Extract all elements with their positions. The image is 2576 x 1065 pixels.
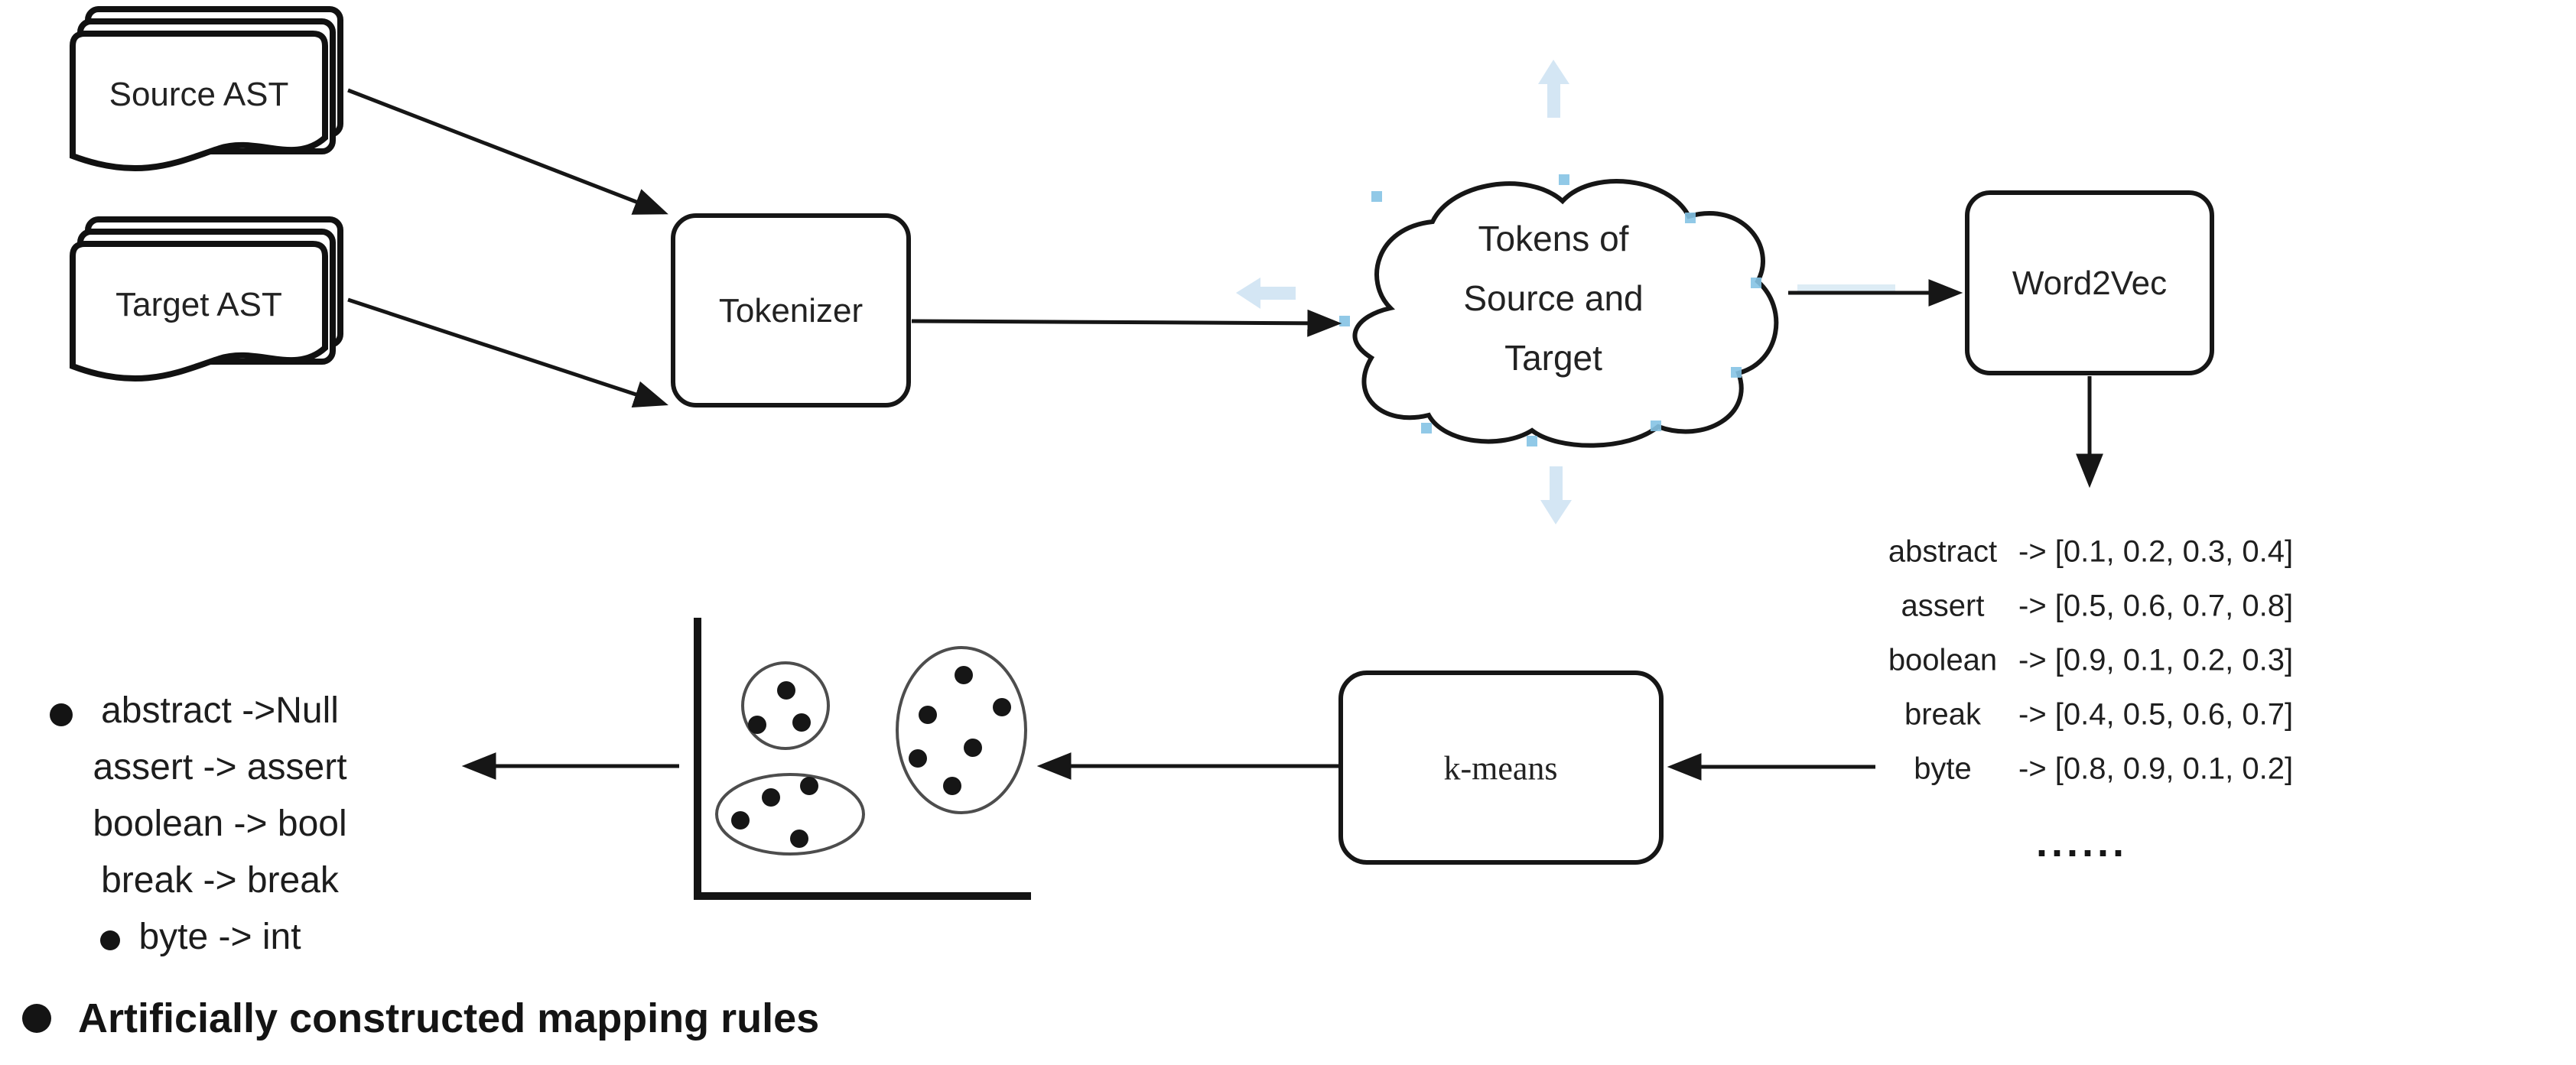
cluster-outline-wide	[715, 773, 865, 856]
embedding-vector: -> [0.4, 0.5, 0.6, 0.7]	[2018, 697, 2294, 732]
mapping-rule-line: assert -> assert	[93, 747, 347, 787]
embeddings-ellipsis: ......	[2035, 820, 2129, 865]
arrow-tokenizer-to-cloud	[911, 309, 1342, 337]
cluster-dot	[955, 666, 973, 684]
cloud-shape	[1352, 179, 1779, 448]
source-ast-label: Source AST	[109, 76, 289, 113]
ghost-arrow-up-icon	[1538, 60, 1569, 118]
ghost-arrow-down-icon	[1540, 466, 1572, 524]
mapping-rule-line: byte -> int	[138, 917, 301, 957]
cluster-dot	[762, 788, 780, 807]
mapping-rules-bullet-first	[50, 703, 73, 726]
tokenizer-label: Tokenizer	[718, 292, 864, 330]
arrow-source-to-tokenizer	[347, 88, 668, 215]
cluster-dot	[731, 811, 750, 830]
cluster-outline-tall	[896, 646, 1027, 814]
cloud-anchor-handles	[1339, 174, 1761, 446]
plot-axes	[694, 618, 1031, 900]
cluster-dot	[777, 681, 795, 700]
embedding-row: abstract -> [0.1, 0.2, 0.3, 0.4]	[1878, 535, 2293, 570]
anchor-handle	[1731, 367, 1742, 378]
anchor-handle	[1527, 436, 1537, 446]
anchor-handle	[1685, 213, 1696, 223]
embedding-token: abstract	[1888, 534, 1998, 569]
cluster-dot	[790, 830, 808, 848]
embedding-row: boolean -> [0.9, 0.1, 0.2, 0.3]	[1878, 644, 2293, 678]
cluster-outline-small	[741, 661, 830, 750]
caption-text: Artificially constructed mapping rules	[78, 995, 820, 1041]
mapping-rule-line: abstract ->Null	[101, 690, 339, 731]
kmeans-label: k-means	[1443, 749, 1558, 787]
embedding-row: byte -> [0.8, 0.9, 0.1, 0.2]	[1878, 752, 2293, 787]
target-ast-label: Target AST	[115, 286, 282, 323]
anchor-handle	[1751, 278, 1761, 288]
embedding-token: assert	[1901, 589, 1985, 623]
cluster-dot	[964, 739, 982, 757]
arrow-target-to-tokenizer	[347, 297, 668, 407]
cloud-label-line3: Target	[1504, 338, 1602, 378]
anchor-handle	[1651, 420, 1661, 431]
anchor-handle	[1371, 191, 1382, 202]
embedding-vector: -> [0.9, 0.1, 0.2, 0.3]	[2018, 643, 2294, 677]
embedding-token: boolean	[1888, 643, 1998, 677]
embedding-vector: -> [0.1, 0.2, 0.3, 0.4]	[2018, 534, 2294, 569]
caption-bullet	[22, 1004, 51, 1033]
mapping-rule-line: boolean -> bool	[93, 804, 347, 844]
embedding-vector: -> [0.5, 0.6, 0.7, 0.8]	[2018, 589, 2294, 623]
cluster-dot	[943, 777, 961, 795]
cluster-dot	[909, 749, 927, 768]
ghost-arrow-left-icon	[1236, 278, 1296, 309]
anchor-handle	[1421, 423, 1432, 433]
mapping-rules-list: abstract ->Null assert -> assert boolean…	[42, 683, 398, 966]
word2vec-box	[1965, 190, 2214, 375]
tokenizer-box	[671, 213, 911, 407]
mapping-rules-bullet-last	[100, 930, 120, 950]
mapping-rule-line: break -> break	[101, 860, 339, 901]
embedding-row: assert -> [0.5, 0.6, 0.7, 0.8]	[1878, 589, 2294, 624]
embedding-vector: -> [0.8, 0.9, 0.1, 0.2]	[2018, 752, 2294, 786]
cluster-dot	[792, 713, 811, 732]
word2vec-label: Word2Vec	[2012, 265, 2168, 302]
anchor-handle	[1339, 316, 1350, 326]
cluster-dot	[800, 777, 818, 795]
embedding-token: byte	[1914, 752, 1972, 786]
cloud-label-line1: Tokens of	[1478, 219, 1629, 258]
cluster-dot	[748, 716, 766, 734]
embedding-row: break -> [0.4, 0.5, 0.6, 0.7]	[1878, 698, 2293, 732]
cluster-dot	[993, 698, 1011, 716]
cloud-label-line2: Source and	[1463, 278, 1644, 318]
embedding-token: break	[1904, 697, 1982, 732]
kmeans-box	[1338, 670, 1664, 865]
cluster-dots	[731, 666, 1011, 848]
cluster-dot	[919, 706, 937, 724]
anchor-handle	[1559, 174, 1569, 185]
